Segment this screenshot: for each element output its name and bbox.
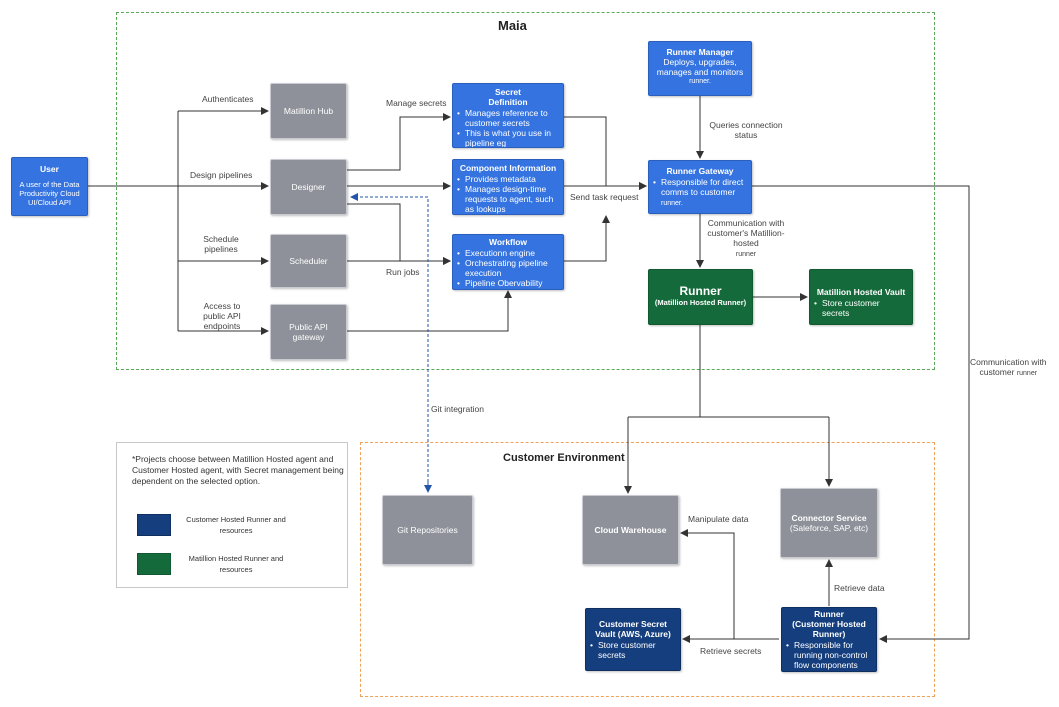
user-title: User — [40, 164, 59, 174]
maia-region-title: Maia — [498, 18, 527, 33]
matillion-hosted-runner-subtitle: (Matillion Hosted Runner) — [654, 298, 747, 307]
git-repositories-box: Git Repositories — [382, 495, 473, 565]
customer-region-title: Customer Environment — [503, 452, 625, 464]
legend-label-customer-hosted-line2: resources — [219, 526, 253, 535]
runner-gateway-item-small: runner. — [661, 200, 683, 207]
component-information-box: Component Information Provides metadata … — [452, 159, 564, 215]
matillion-hosted-vault-item: Store customer secrets — [814, 298, 908, 318]
legend-label-matillion-hosted-line2: resources — [219, 565, 253, 574]
matillion-hub-box: Matillion Hub — [270, 83, 347, 139]
label-comm-hosted-runner-small: runner — [735, 251, 757, 258]
label-comm-customer-small: runner — [1016, 370, 1038, 377]
legend-label-customer-hosted-line1: Customer Hosted Runner and — [186, 515, 286, 524]
label-send-task-request: Send task request — [570, 192, 639, 202]
label-comm-customer-text: Communication with — [970, 357, 1047, 367]
customer-hosted-runner-item: Responsible for running non-control flow… — [786, 640, 872, 670]
edge-comm-customer — [752, 185, 970, 643]
runner-gateway-box: Runner Gateway Responsible for direct co… — [648, 160, 752, 214]
label-comm-customer-text-2: customer — [979, 367, 1015, 377]
customer-secret-vault-list: Store customer secrets — [586, 640, 680, 660]
matillion-hosted-vault-list: Store customer secrets — [810, 298, 912, 318]
customer-hosted-runner-box: Runner (Customer Hosted Runner) Responsi… — [781, 607, 877, 672]
component-information-list: Provides metadata Manages design-time re… — [453, 174, 563, 214]
matillion-hosted-vault-box: Matillion Hosted Vault Store customer se… — [809, 269, 913, 325]
component-information-title: Component Information — [459, 163, 557, 173]
edge-public-api-workflow — [347, 290, 512, 332]
label-manage-secrets: Manage secrets — [386, 98, 447, 108]
legend: *Projects choose between Matillion Hoste… — [116, 442, 348, 588]
label-manipulate-data: Manipulate data — [688, 514, 749, 524]
runner-manager-box: Runner Manager Deploys, upgrades, manage… — [648, 41, 752, 96]
label-retrieve-data: Retrieve data — [834, 583, 885, 593]
matillion-hosted-runner-box: Runner (Matillion Hosted Runner) — [648, 269, 753, 325]
edge-workflow-to-gateway — [564, 215, 610, 262]
matillion-hosted-runner-title: Runner — [679, 284, 722, 298]
legend-label-matillion-hosted-line1: Matillion Hosted Runner and — [188, 554, 284, 563]
workflow-box: Workflow Executionn engine Orchestrating… — [452, 234, 564, 290]
edge-git-integration — [350, 193, 429, 492]
matillion-hosted-vault-title: Matillion Hosted Vault — [816, 287, 906, 297]
legend-swatch-customer-hosted — [137, 514, 171, 536]
secret-definition-list: Manages reference to customer secrets Th… — [453, 108, 563, 147]
secret-definition-box: Secret Definition Manages reference to c… — [452, 83, 564, 148]
workflow-item: Orchestrating pipeline execution — [457, 258, 559, 278]
connector-service-title: Connector Service — [791, 513, 867, 523]
runner-gateway-title: Runner Gateway — [666, 166, 734, 176]
label-comm-hosted-runner: Communication with customer's Matillion-… — [700, 218, 792, 260]
runner-gateway-item-text: Responsible for direct comms to customer — [661, 177, 744, 197]
designer-box: Designer — [270, 159, 347, 215]
label-design-pipelines: Design pipelines — [190, 170, 253, 180]
legend-label-matillion-hosted: Matillion Hosted Runner and resources — [181, 553, 291, 575]
runner-manager-description: Deploys, upgrades, manages and monitors — [656, 57, 744, 77]
label-retrieve-secrets: Retrieve secrets — [700, 646, 762, 656]
legend-label-customer-hosted: Customer Hosted Runner and resources — [181, 514, 291, 536]
edge-manage-secrets — [347, 113, 451, 171]
workflow-item: Pipeline Obervability — [457, 278, 559, 288]
label-queries-connection-status: Queries connection status — [709, 120, 783, 140]
legend-swatch-matillion-hosted — [137, 553, 171, 575]
customer-secret-vault-item: Store customer secrets — [590, 640, 676, 660]
secret-definition-item: This is what you use in pipeline eg "MY_… — [457, 128, 559, 147]
connector-service-box: Connector Service (Saleforce, SAP, etc) — [780, 488, 878, 558]
label-comm-customer-runner: Communication with customer runner — [970, 357, 1047, 379]
runner-manager-title: Runner Manager — [666, 47, 734, 57]
edge-run-jobs-designer — [347, 203, 451, 265]
label-authenticates: Authenticates — [202, 94, 254, 104]
label-access-public-api: Access to public API endpoints — [203, 301, 241, 331]
legend-note: *Projects choose between Matillion Hoste… — [132, 454, 344, 486]
runner-gateway-list: Responsible for direct comms to customer… — [649, 177, 751, 209]
user-box: User A user of the Data Productivity Clo… — [11, 157, 88, 216]
edge-secret-to-gateway — [564, 116, 647, 190]
connector-service-description: (Saleforce, SAP, etc) — [789, 523, 869, 533]
edge-manipulate-data — [680, 529, 779, 640]
cloud-warehouse-box: Cloud Warehouse — [582, 495, 679, 565]
workflow-list: Executionn engine Orchestrating pipeline… — [453, 248, 563, 288]
runner-gateway-item: Responsible for direct comms to customer… — [653, 177, 747, 209]
customer-secret-vault-box: Customer Secret Vault (AWS, Azure) Store… — [585, 608, 681, 671]
label-git-integration: Git integration — [431, 404, 484, 414]
label-run-jobs: Run jobs — [386, 267, 420, 277]
secret-definition-item: Manages reference to customer secrets — [457, 108, 559, 128]
label-comm-hosted-runner-text: Communication with customer's Matillion-… — [707, 218, 785, 248]
user-description: A user of the Data Productivity Cloud UI… — [19, 180, 80, 207]
customer-hosted-runner-title-1: Runner — [814, 609, 844, 619]
runner-manager-description-small: runner. — [689, 78, 711, 85]
public-api-gateway-box: Public API gateway — [270, 304, 347, 360]
workflow-title: Workflow — [488, 237, 528, 247]
component-information-item: Manages design-time requests to agent, s… — [457, 184, 559, 214]
component-information-item: Provides metadata — [457, 174, 559, 184]
customer-hosted-runner-title-2: (Customer Hosted Runner) — [792, 619, 866, 639]
customer-environment-region — [360, 442, 935, 697]
secret-definition-title-2: Definition — [488, 97, 528, 107]
workflow-item: Executionn engine — [457, 248, 559, 258]
secret-definition-title-1: Secret — [495, 87, 521, 97]
label-schedule-pipelines: Schedule pipelines — [203, 234, 239, 254]
scheduler-box: Scheduler — [270, 234, 347, 288]
maia-region — [116, 12, 935, 370]
customer-hosted-runner-list: Responsible for running non-control flow… — [782, 640, 876, 670]
customer-secret-vault-title: Customer Secret Vault (AWS, Azure) — [595, 619, 671, 639]
